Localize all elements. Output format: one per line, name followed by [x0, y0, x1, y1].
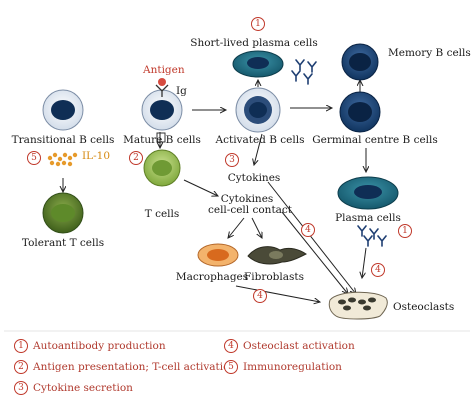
tolerant-t-cell	[42, 192, 84, 234]
activated-b-cell	[235, 87, 281, 133]
label-activated-b-cells: Activated B cells	[215, 134, 305, 146]
arrow-cytokines-to-osteoclast	[267, 181, 356, 294]
arrows	[63, 80, 366, 302]
label-germinal-centre-b-cells: Germinal centre B cells	[312, 134, 438, 146]
arrow-macrophages-to-osteoclast	[235, 285, 320, 302]
plasma-cell	[337, 176, 399, 210]
label-transitional-b-cells: Transitional B cells	[11, 134, 115, 146]
marker-transitional: 5	[27, 151, 41, 165]
legend-num-5: 5	[224, 360, 238, 374]
arrow-activated-to-cytokines	[254, 133, 263, 165]
label-ig: Ig	[176, 85, 187, 97]
label-osteoclasts: Osteoclasts	[393, 301, 455, 313]
marker-osteoclast-a: 4	[301, 223, 315, 237]
macrophage	[197, 243, 239, 267]
t-cell	[143, 149, 181, 187]
marker-macrophage: 4	[253, 289, 267, 303]
label-cell-cell-contact: cell-cell contact	[207, 204, 293, 216]
label-memory-b-cells: Memory B cells	[388, 47, 471, 59]
label-t-cells: T cells	[144, 208, 180, 220]
legend-num-4: 4	[224, 339, 238, 353]
label-tolerant-t-cells: Tolerant T cells	[21, 237, 105, 249]
arrow-tcell-to-cytokines2	[183, 179, 218, 196]
label-macrophages: Macrophages	[175, 271, 249, 283]
legend-num-1: 1	[14, 339, 28, 353]
antibody-icons-plasma	[357, 225, 387, 247]
arrow-cytokines2-to-fibroblasts	[251, 217, 262, 238]
osteoclast	[328, 291, 388, 320]
memory-b-cell	[341, 43, 379, 81]
label-plasma-cells: Plasma cells	[335, 212, 401, 224]
mature-b-cell	[141, 78, 183, 143]
marker-short-lived: 1	[251, 17, 265, 31]
legend-num-2: 2	[14, 360, 28, 374]
arrow-cytokines2-to-macrophages	[228, 217, 245, 238]
legend-text-4: Osteoclast activation	[243, 340, 355, 352]
antibody-icons-short-lived	[291, 59, 317, 85]
short-lived-plasma-cell	[232, 50, 284, 78]
label-cytokines: Cytokines	[227, 172, 281, 184]
marker-cytokines: 3	[225, 153, 239, 167]
fibroblast	[247, 246, 307, 265]
label-mature-b-cells: Mature B cells	[123, 134, 201, 146]
germinal-centre-b-cell	[339, 91, 381, 133]
label-short-lived-plasma-cells: Short-lived plasma cells	[190, 37, 318, 49]
label-il10: IL-10	[82, 150, 111, 162]
transitional-b-cell	[42, 89, 84, 131]
label-fibroblasts: Fibroblasts	[243, 271, 305, 283]
label-antigen: Antigen	[143, 64, 185, 76]
legend-num-3: 3	[14, 381, 28, 395]
legend-text-2: Antigen presentation; T-cell activation	[33, 361, 237, 373]
il10-dots	[47, 152, 78, 167]
label-cytokines-contact: Cytokines	[220, 193, 274, 205]
marker-mature: 2	[129, 151, 143, 165]
marker-osteoclast-b: 4	[371, 263, 385, 277]
antigen-icon	[158, 78, 166, 86]
legend-text-3: Cytokine secretion	[33, 382, 133, 394]
legend-text-1: Autoantibody production	[33, 340, 166, 352]
legend-text-5: Immunoregulation	[243, 361, 342, 373]
marker-plasma: 1	[398, 224, 412, 238]
arrow-plasma-to-osteoclast	[362, 247, 367, 278]
arrow-cytokines2-to-osteoclast	[281, 211, 348, 294]
